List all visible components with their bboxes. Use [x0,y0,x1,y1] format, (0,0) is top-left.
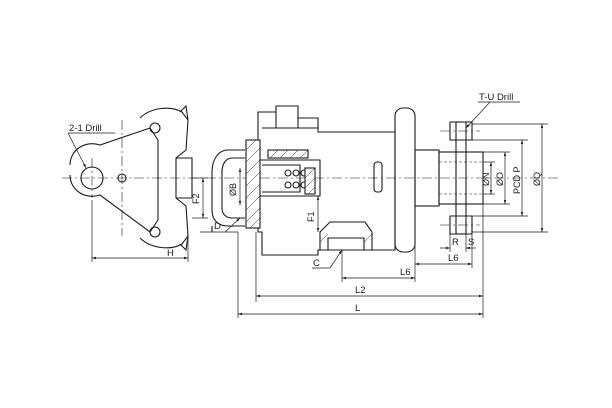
label-O: ØO [495,172,505,186]
section-view: D ØB [200,105,484,269]
label-N: ØN [481,173,491,187]
label-L: L [355,303,360,314]
label-PCD: PCD P [512,166,522,194]
side-view: 2-1 Drill H F2 [62,104,560,262]
dimensions-bottom: L6 L2 L [237,204,484,318]
label-T-U-drill: T-U Drill [479,92,513,103]
label-H: H [167,248,174,259]
label-C: C [313,258,320,269]
label-F2: F2 [191,193,201,204]
label-2-1-drill: 2-1 Drill [69,123,102,134]
dimensions-right: T-U Drill ØN ØO PCD P ØQ R S L6 [414,92,548,268]
label-L6-short: L6 [448,253,459,264]
label-S: S [468,237,474,248]
label-Q: ØQ [532,172,542,186]
label-F1: F1 [306,211,316,222]
label-R: R [452,237,459,248]
label-D: D [214,221,221,232]
label-L2: L2 [355,285,366,296]
label-L6-long: L6 [400,267,411,278]
label-B: ØB [228,183,238,196]
bearing-balls [284,169,308,189]
